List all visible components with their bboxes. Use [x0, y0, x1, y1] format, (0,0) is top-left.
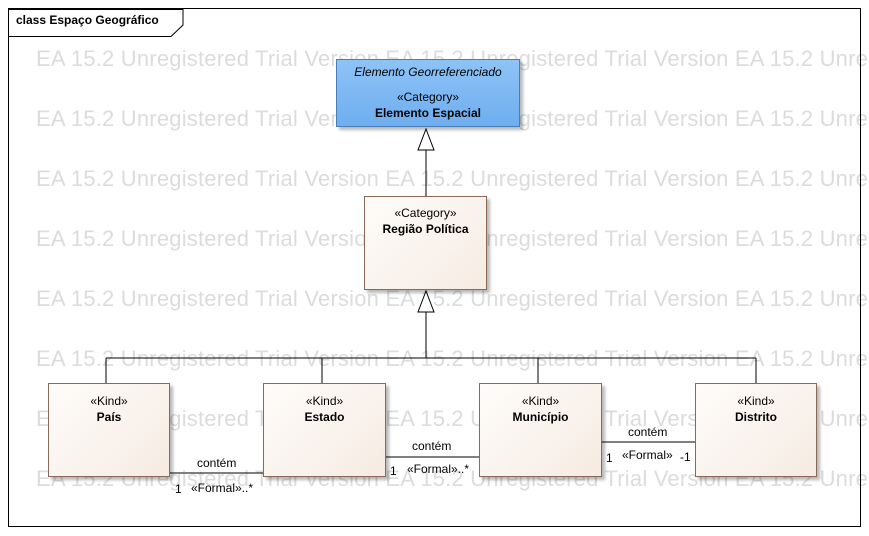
multiplicity-source: 1 — [606, 451, 613, 465]
association-name: contém — [197, 456, 237, 470]
generalization-arrowhead — [417, 289, 435, 313]
class-elemento-espacial[interactable]: Elemento Georreferenciado «Category» Ele… — [336, 59, 520, 127]
class-name: Elemento Espacial — [374, 106, 482, 120]
class-estado[interactable]: «Kind» Estado — [263, 383, 386, 477]
class-stereotype: «Kind» — [90, 394, 128, 408]
class-pais[interactable]: «Kind» País — [48, 383, 170, 477]
multiplicity-source: 1 — [175, 482, 182, 496]
class-regiao-politica[interactable]: «Category» Região Política — [364, 196, 487, 290]
class-stereotype: «Kind» — [305, 394, 344, 408]
frame-title: class Espaço Geográfico — [16, 13, 159, 27]
class-stereotype: «Kind» — [737, 394, 775, 408]
multiplicity-source: 1 — [390, 464, 397, 478]
generalization-arrowhead — [417, 127, 435, 151]
class-name: Região Política — [382, 222, 469, 236]
association-name: contém — [628, 425, 668, 439]
diagram-frame: class Espaço Geográfico — [8, 8, 861, 527]
class-stereotype: «Category» — [394, 206, 457, 220]
class-tag: Elemento Georreferenciado — [354, 65, 502, 79]
frame-tab — [9, 9, 184, 37]
association-target-label: «Formal»..* — [407, 462, 470, 476]
class-name: País — [96, 410, 122, 424]
association-name: contém — [412, 439, 452, 453]
class-name: Município — [512, 410, 569, 424]
class-distrito[interactable]: «Kind» Distrito — [695, 383, 817, 477]
association-target-stereotype: «Formal» — [622, 448, 673, 462]
class-name: Distrito — [735, 410, 777, 424]
class-stereotype: «Kind» — [521, 394, 560, 408]
class-stereotype: «Category» — [396, 90, 460, 104]
multiplicity-target: -1 — [680, 450, 691, 464]
class-municipio[interactable]: «Kind» Município — [479, 383, 602, 477]
association-target-label: «Formal»..* — [191, 481, 254, 495]
class-name: Estado — [304, 410, 345, 424]
